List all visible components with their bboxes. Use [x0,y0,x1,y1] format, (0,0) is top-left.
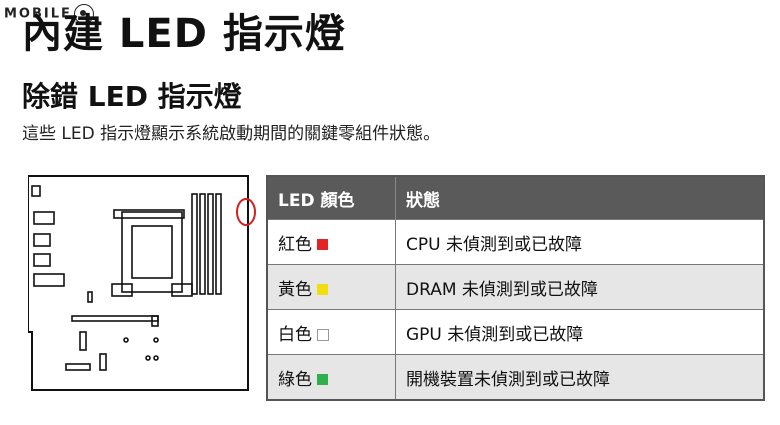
led-color-label: 綠色 [278,369,312,390]
table-row: 白色 GPU 未偵測到或已故障 [267,309,765,355]
green-swatch-icon [317,374,328,385]
description-text: 這些 LED 指示燈顯示系統啟動期間的關鍵零組件狀態。 [22,124,441,144]
table-header-row: LED 顏色 狀態 [267,176,765,220]
status-cell: GPU 未偵測到或已故障 [395,309,765,355]
led-color-label: 紅色 [278,234,312,255]
status-cell: DRAM 未偵測到或已故障 [395,264,765,310]
table-row: 黃色 DRAM 未偵測到或已故障 [267,264,765,310]
white-swatch-icon [317,328,329,341]
debug-led-highlight-ring [236,198,256,226]
status-cell: CPU 未偵測到或已故障 [395,219,765,265]
led-status-table: LED 顏色 狀態 紅色 CPU 未偵測到或已故障 黃色 DRAM 未偵測到或已… [266,175,765,401]
led-color-cell: 白色 [267,309,396,355]
led-color-cell: 綠色 [267,354,396,400]
led-color-cell: 紅色 [267,219,396,265]
section-title: 除錯 LED 指示燈 [22,80,242,113]
watermark-text: MOBILE [4,6,72,22]
page-title: 內建 LED 指示燈 [22,11,346,57]
led-color-label: 白色 [278,324,312,345]
led-color-label: 黃色 [278,279,312,300]
eye-logo-icon [73,4,94,24]
motherboard-diagram [28,175,256,391]
red-swatch-icon [317,239,328,250]
column-header-status: 狀態 [395,176,765,220]
status-cell: 開機裝置未偵測到或已故障 [395,354,765,400]
yellow-swatch-icon [317,284,328,295]
table-row: 紅色 CPU 未偵測到或已故障 [267,219,765,265]
table-row: 綠色 開機裝置未偵測到或已故障 [267,354,765,400]
led-color-cell: 黃色 [267,264,396,310]
watermark: MOBILE [4,4,94,24]
column-header-led-color: LED 顏色 [267,176,396,220]
